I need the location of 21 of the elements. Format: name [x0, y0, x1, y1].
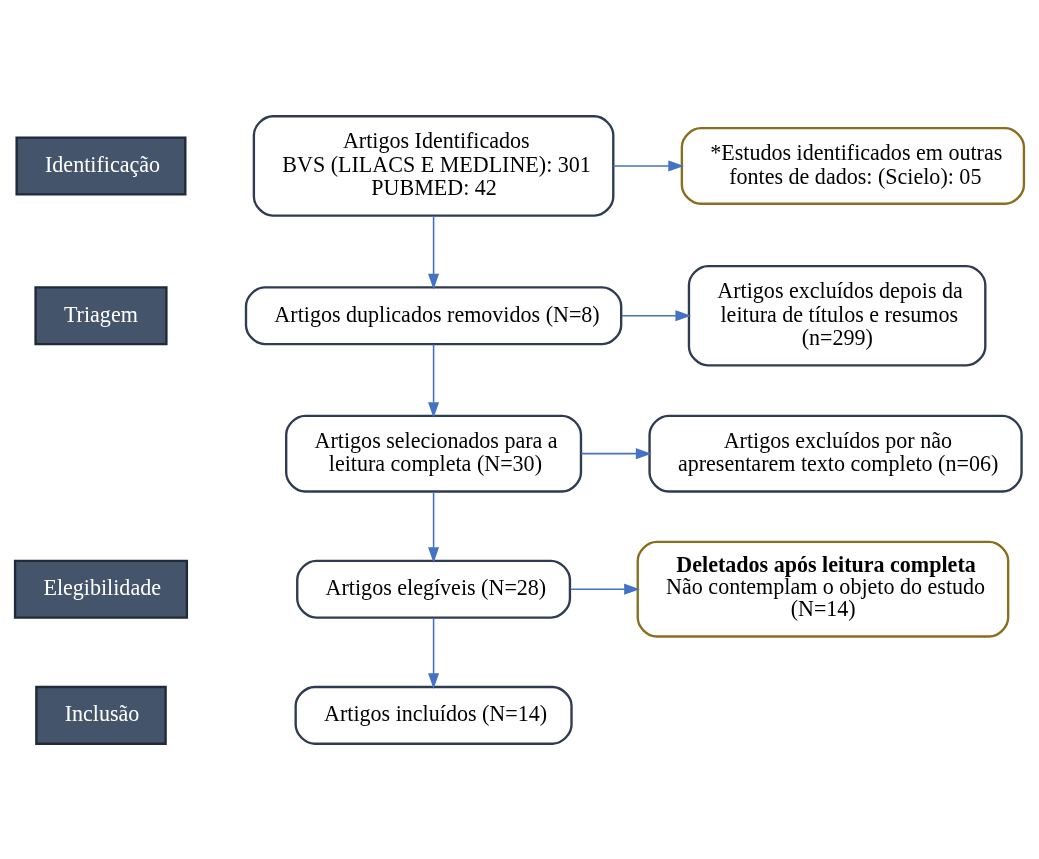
arrow	[569, 583, 640, 595]
arrow	[428, 343, 440, 418]
node-box: Deletados após leitura completa Não contemplam o objeto do estudo (N=14)	[636, 540, 1010, 638]
node-box: Artigos selecionados para a leitura completa (N=30)	[285, 414, 583, 493]
arrow	[612, 159, 685, 171]
arrow	[428, 616, 440, 689]
node-box: Triagem	[34, 285, 168, 345]
node-box: Artigos elegíveis (N=28)	[296, 559, 572, 619]
node-box: Elegibilidade	[13, 559, 189, 619]
arrow	[428, 490, 440, 563]
node-box: Artigos Identificados BVS (LILACS E MEDLINE): 301 PUBMED: 42	[252, 114, 615, 217]
node-box: *Estudos identificados em outras fontes de dados: (Scielo): 05	[680, 126, 1026, 205]
arrow	[580, 447, 652, 459]
arrow	[621, 309, 692, 321]
arrow	[428, 214, 440, 290]
node-box: Artigos excluídos depois da leitura de títulos e resumos (n=299)	[687, 264, 987, 367]
node-box: Artigos excluídos por não apresentarem texto completo (n=06)	[648, 414, 1023, 493]
node-box: Artigos incluídos (N=14)	[294, 685, 573, 745]
node-box: Identificação	[15, 135, 187, 195]
node-box: Artigos duplicados removidos (N=8)	[244, 285, 623, 345]
node-box: Inclusão	[35, 685, 167, 745]
